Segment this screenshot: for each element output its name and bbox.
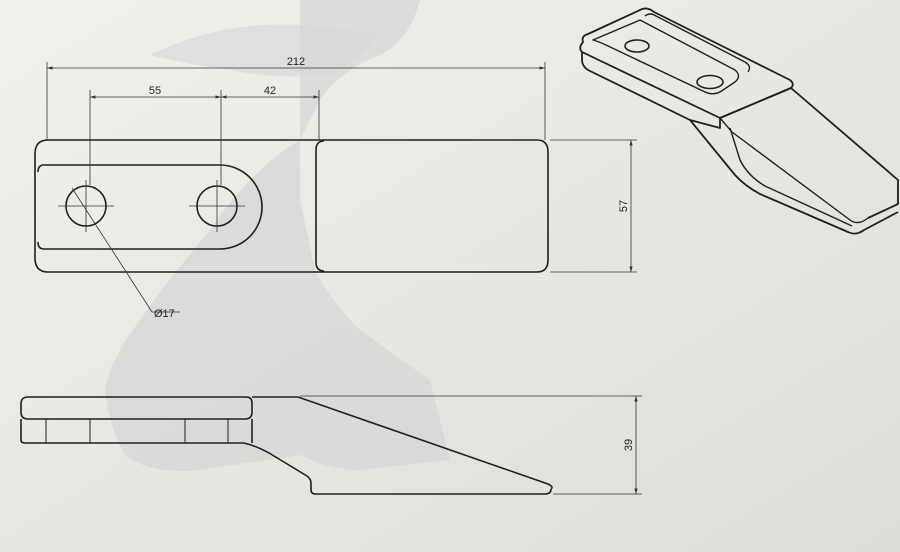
iso-hole-2 [696, 74, 724, 90]
top-view-dimensions [46, 62, 637, 313]
photo-shadow [105, 0, 450, 471]
dim-slot-to-step: 42 [264, 85, 276, 97]
side-view-hidden-lines [45, 419, 229, 443]
iso-plate-thickness [581, 52, 721, 129]
iso-blade-edge [729, 127, 853, 227]
iso-hole-1 [624, 39, 650, 53]
dim-width: 57 [618, 200, 630, 212]
top-view-slot [44, 164, 263, 250]
side-view-base [20, 419, 552, 495]
dim-side-height: 39 [623, 439, 635, 451]
iso-blade-top [719, 87, 899, 219]
dim-hole-spacing: 55 [149, 85, 161, 97]
dim-hole-diameter: Ø17 [154, 308, 175, 320]
side-view-dimensions [300, 395, 642, 495]
top-view-step-panel [315, 140, 325, 272]
hole-centerlines [58, 180, 245, 232]
iso-slot-inner [592, 19, 740, 95]
top-view-outline [34, 139, 549, 273]
top-view-slot-edge [37, 164, 45, 250]
iso-blade-side [689, 119, 899, 235]
isometric-view [579, 7, 899, 235]
iso-blade-ridge [719, 117, 869, 224]
iso-slot-ridge [644, 13, 751, 73]
iso-plate-outline [579, 7, 794, 119]
dim-overall-length: 212 [287, 56, 305, 68]
side-view-taper [252, 396, 553, 490]
side-view [20, 396, 553, 495]
photo-shadow-top [150, 24, 380, 77]
side-view-outline [20, 396, 253, 420]
